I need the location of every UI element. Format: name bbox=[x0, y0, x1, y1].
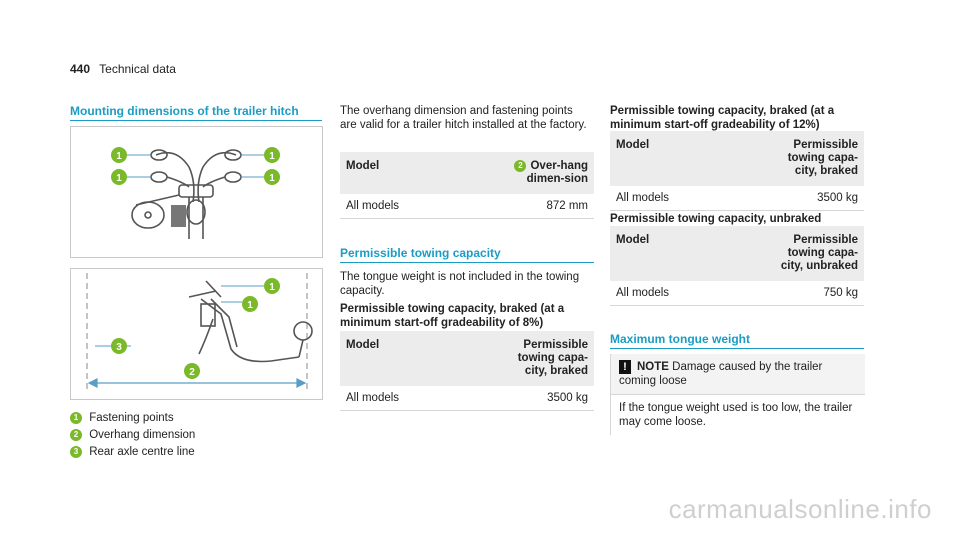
cell-value: 3500 kg bbox=[762, 186, 864, 211]
table-header-row: Model Permissible towing capa-city, unbr… bbox=[610, 226, 864, 281]
section-name: Technical data bbox=[99, 62, 176, 76]
tongue-rule bbox=[610, 348, 864, 349]
callout-3-label: 3 bbox=[116, 342, 122, 353]
legend-item: 2 Overhang dimension bbox=[70, 427, 322, 444]
figure-legend: 1 Fastening points 2 Overhang dimension … bbox=[70, 410, 322, 461]
warning-icon: ! bbox=[619, 360, 631, 374]
legend-item: 1 Fastening points bbox=[70, 410, 322, 427]
table-header-row: Model Permissible towing capa-city, brak… bbox=[340, 331, 594, 386]
watermark: carmanualsonline.info bbox=[668, 494, 932, 524]
callout-1-a bbox=[111, 147, 127, 163]
legend-number: 2 bbox=[70, 428, 82, 441]
cell-model: All models bbox=[610, 186, 762, 211]
callout-markers: 1 1 1 1 bbox=[111, 147, 280, 185]
col-model: Model bbox=[610, 226, 762, 281]
cell-value: 750 kg bbox=[762, 281, 864, 306]
page-header: 440 Technical data bbox=[70, 62, 176, 76]
col-model: Model bbox=[340, 152, 502, 195]
callout-2-label: 2 bbox=[189, 367, 195, 378]
cell-value: 872 mm bbox=[502, 194, 594, 220]
note-box: ! NOTE Damage caused by the trailer comin… bbox=[610, 354, 865, 435]
legend-text: Overhang dimension bbox=[89, 429, 196, 441]
towing-title: Permissible towing capacity bbox=[340, 246, 501, 260]
callout-1-b-label: 1 bbox=[116, 173, 122, 184]
table-row: All models 872 mm bbox=[340, 194, 594, 220]
note-label: NOTE bbox=[637, 361, 669, 373]
page-number: 440 bbox=[70, 62, 91, 76]
table-row: All models 3500 kg bbox=[610, 186, 864, 211]
table-row: All models 750 kg bbox=[610, 281, 864, 306]
hitch-top-figure: 1 1 1 1 bbox=[70, 126, 323, 258]
callout-1-d bbox=[264, 169, 280, 185]
braked8-table: Model Permissible towing capa-city, brak… bbox=[340, 331, 594, 411]
callout-2 bbox=[184, 363, 200, 379]
callout-1-e bbox=[264, 278, 280, 294]
tongue-title: Maximum tongue weight bbox=[610, 332, 751, 346]
hitch-side-figure: 1 1 3 2 bbox=[70, 268, 323, 400]
cell-value: 3500 kg bbox=[492, 386, 594, 411]
unbraked-table: Model Permissible towing capa-city, unbr… bbox=[610, 226, 864, 306]
callout-1-c bbox=[264, 147, 280, 163]
note-body: If the tongue weight used is too low, th… bbox=[619, 402, 853, 428]
unbraked-title: Permissible towing capacity, unbraked bbox=[610, 213, 822, 225]
hitch-side-drawing: 1 1 3 2 bbox=[86, 273, 313, 393]
towing-rule bbox=[340, 262, 594, 263]
legend-text: Fastening points bbox=[89, 412, 174, 424]
callout-1-e-label: 1 bbox=[269, 282, 275, 293]
note-text: Damage caused by the trailer coming loos… bbox=[619, 361, 823, 387]
table-header-row: Model Permissible towing capa-city, brak… bbox=[610, 131, 864, 186]
callout-1-f bbox=[242, 296, 258, 312]
table-row: All models 3500 kg bbox=[340, 386, 594, 411]
cell-model: All models bbox=[340, 194, 502, 220]
col-capacity: Permissible towing capa-city, unbraked bbox=[762, 226, 864, 281]
col-model: Model bbox=[340, 331, 492, 386]
callout-1-f-label: 1 bbox=[247, 300, 253, 311]
cell-model: All models bbox=[610, 281, 762, 306]
col-overhang-number: 2 bbox=[514, 160, 527, 172]
callout-1-b bbox=[111, 169, 127, 185]
side-callout-markers: 1 1 3 2 bbox=[111, 278, 280, 379]
col-overhang-label: Over-hang dimen-sion bbox=[526, 160, 588, 186]
col-model: Model bbox=[610, 131, 762, 186]
braked12-title: Permissible towing capacity, braked (at … bbox=[610, 105, 835, 131]
legend-number: 1 bbox=[70, 411, 82, 424]
note-header: ! NOTE Damage caused by the trailer comin… bbox=[611, 354, 865, 395]
legend-number: 3 bbox=[70, 445, 82, 458]
braked12-table: Model Permissible towing capa-city, brak… bbox=[610, 131, 864, 211]
legend-text: Rear axle centre line bbox=[89, 446, 195, 458]
mounting-title: Mounting dimensions of the trailer hitch bbox=[70, 104, 299, 118]
callout-1-c-label: 1 bbox=[269, 151, 275, 162]
hitch-top-drawing: 1 1 1 1 bbox=[111, 147, 280, 239]
legend-item: 3 Rear axle centre line bbox=[70, 444, 322, 461]
callout-3 bbox=[111, 338, 127, 354]
mounting-rule bbox=[70, 120, 322, 121]
callout-1-d-label: 1 bbox=[269, 173, 275, 184]
towing-intro: The tongue weight is not included in the… bbox=[340, 271, 580, 297]
braked8-title: Permissible towing capacity, braked (at … bbox=[340, 303, 565, 329]
callout-1-a-label: 1 bbox=[116, 151, 122, 162]
overhang-intro: The overhang dimension and fastening poi… bbox=[340, 105, 587, 131]
col-capacity: Permissible towing capa-city, braked bbox=[762, 131, 864, 186]
col-capacity: Permissible towing capa-city, braked bbox=[492, 331, 594, 386]
cell-model: All models bbox=[340, 386, 492, 411]
